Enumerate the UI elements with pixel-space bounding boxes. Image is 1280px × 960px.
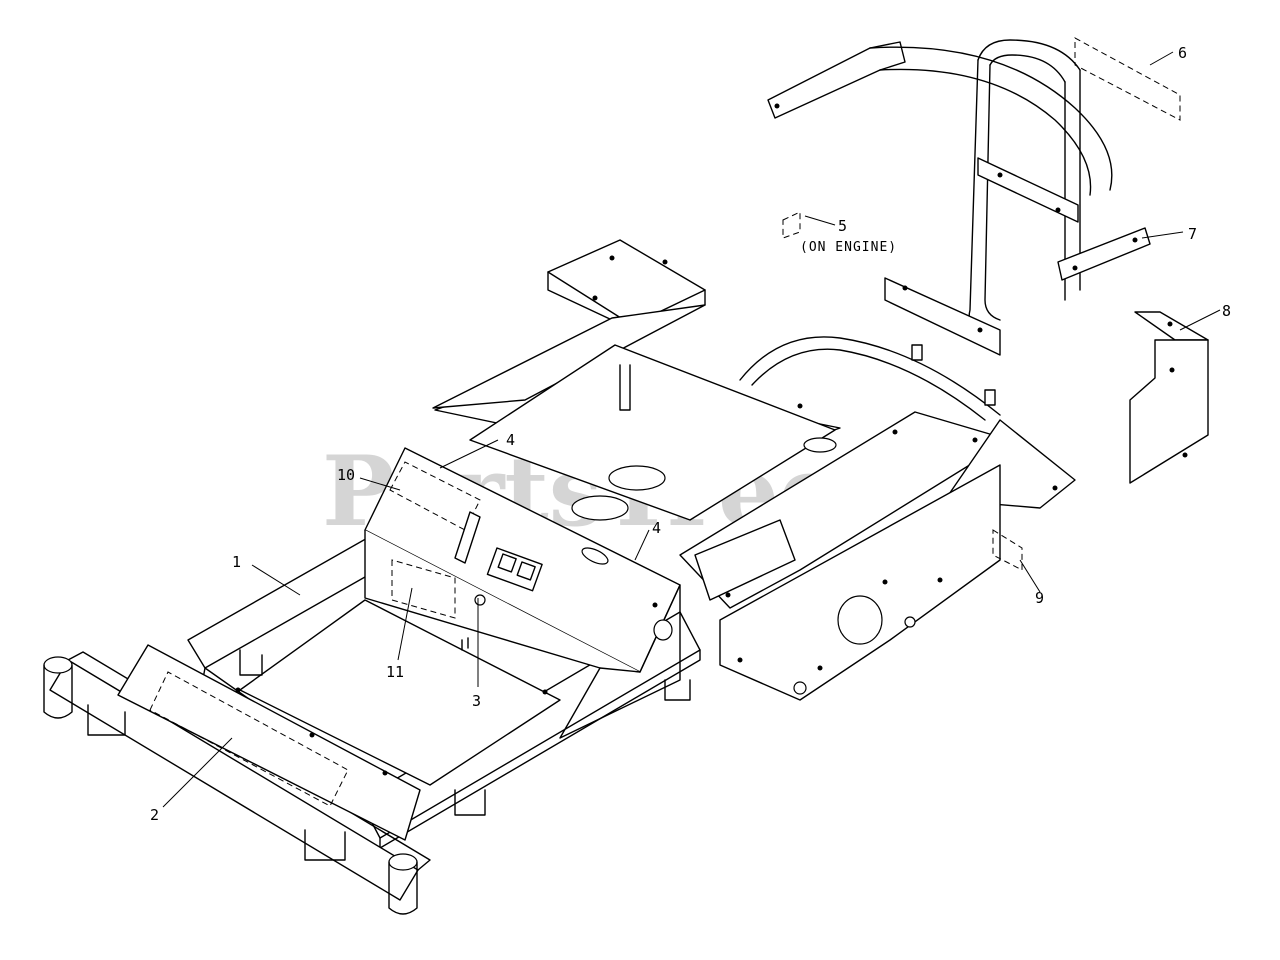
leader-lines — [162, 51, 1221, 808]
callout-8: 8 — [1222, 302, 1231, 320]
callout-4a: 4 — [506, 431, 515, 449]
callout-9: 9 — [1035, 589, 1044, 607]
callout-2: 2 — [150, 806, 159, 824]
dash-panel — [364, 447, 681, 739]
callout-5-note: (ON ENGINE) — [800, 240, 897, 255]
roll-bar — [767, 39, 1151, 356]
decal-6 — [1074, 37, 1181, 121]
callout-4b: 4 — [652, 519, 661, 537]
rear-deck — [432, 239, 1076, 701]
callout-5: 5 — [838, 217, 847, 235]
callout-1: 1 — [232, 553, 241, 571]
callout-11: 11 — [386, 663, 404, 681]
callout-6: 6 — [1178, 44, 1187, 62]
callout-7: 7 — [1188, 225, 1197, 243]
callout-3: 3 — [472, 692, 481, 710]
decal-9 — [992, 529, 1023, 571]
callouts: 1 2 3 4 4 5 (ON ENGINE) 6 7 8 9 10 11 — [150, 44, 1231, 824]
decal-5 — [782, 211, 801, 239]
callout-10: 10 — [337, 466, 355, 484]
bracket-8 — [1129, 311, 1209, 484]
